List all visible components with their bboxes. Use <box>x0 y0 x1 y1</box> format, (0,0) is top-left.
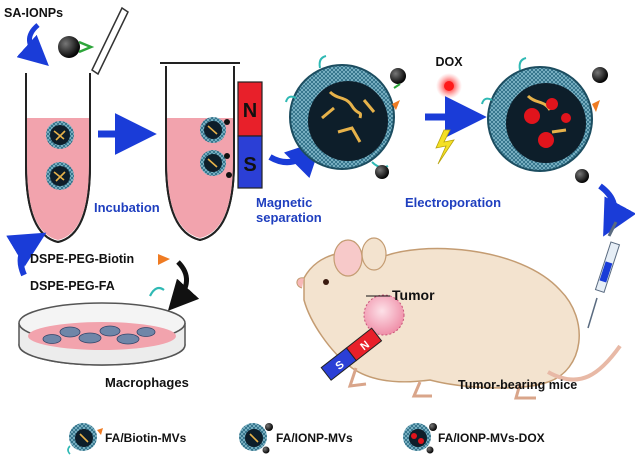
step-arrow <box>598 183 635 237</box>
syringe-icon <box>587 221 621 329</box>
tube-2 <box>160 62 240 242</box>
dox-label: DOX <box>435 55 463 69</box>
magnetic-separation-label-line1: Magnetic <box>256 195 312 210</box>
tumor-mass <box>363 294 405 336</box>
macrophages-label: Macrophages <box>105 375 189 390</box>
incubation-label: Incubation <box>94 200 160 215</box>
tumor-label: Tumor <box>392 287 435 303</box>
dspe-peg-biotin-label: DSPE-PEG-Biotin <box>30 252 134 266</box>
sa-ionps-label: SA-IONPs <box>4 6 63 20</box>
legend-item-fa-ionp-mvs-dox: FA/IONP-MVs-DOX <box>403 423 545 454</box>
legend-label: FA/IONP-MVs-DOX <box>438 431 545 445</box>
magnetic-separation-label-line2: separation <box>256 210 322 225</box>
vesicle-in-tube <box>46 121 74 149</box>
iron-oxide-nanoparticle-icon <box>58 36 80 58</box>
magnetic-vesicle <box>200 150 232 178</box>
large-vesicle-ionp <box>285 55 406 179</box>
electroporation-label: Electroporation <box>405 195 501 210</box>
lightning-bolt-icon <box>435 129 455 165</box>
dspe-peg-fa-label: DSPE-PEG-FA <box>30 279 115 293</box>
large-vesicle-dox <box>481 57 608 183</box>
pipette-tip-icon <box>91 6 129 76</box>
separation-magnet: N S <box>237 81 263 189</box>
legend: FA/Biotin-MVs FA/IONP-MVs FA/IONP-MVs-DO… <box>67 423 545 455</box>
magnet-south-label: S <box>243 154 256 176</box>
petri-dish <box>18 302 186 366</box>
tumor-bearing-mice-label: Tumor-bearing mice <box>458 378 577 392</box>
legend-item-fa-ionp-mvs: FA/IONP-MVs <box>239 423 353 454</box>
add-nanoparticle-arrow <box>16 23 49 67</box>
cycle-arrow <box>6 232 47 277</box>
bar-magnet: S N <box>320 327 383 381</box>
streptavidin-icon <box>78 40 95 54</box>
modification-arrow <box>167 260 200 311</box>
folate-ligand-icon <box>149 286 165 297</box>
tube-1 <box>25 73 91 244</box>
legend-item-fa-biotin-mvs: FA/Biotin-MVs <box>67 423 187 455</box>
biotin-ligand-icon <box>158 254 170 265</box>
magnetic-vesicle <box>200 117 230 143</box>
mouse-illustration <box>296 237 622 400</box>
magnet-north-label: N <box>243 100 257 122</box>
legend-label: FA/Biotin-MVs <box>105 431 187 445</box>
dox-core <box>444 81 454 91</box>
legend-label: FA/IONP-MVs <box>276 431 353 445</box>
vesicle-in-tube <box>46 162 74 190</box>
